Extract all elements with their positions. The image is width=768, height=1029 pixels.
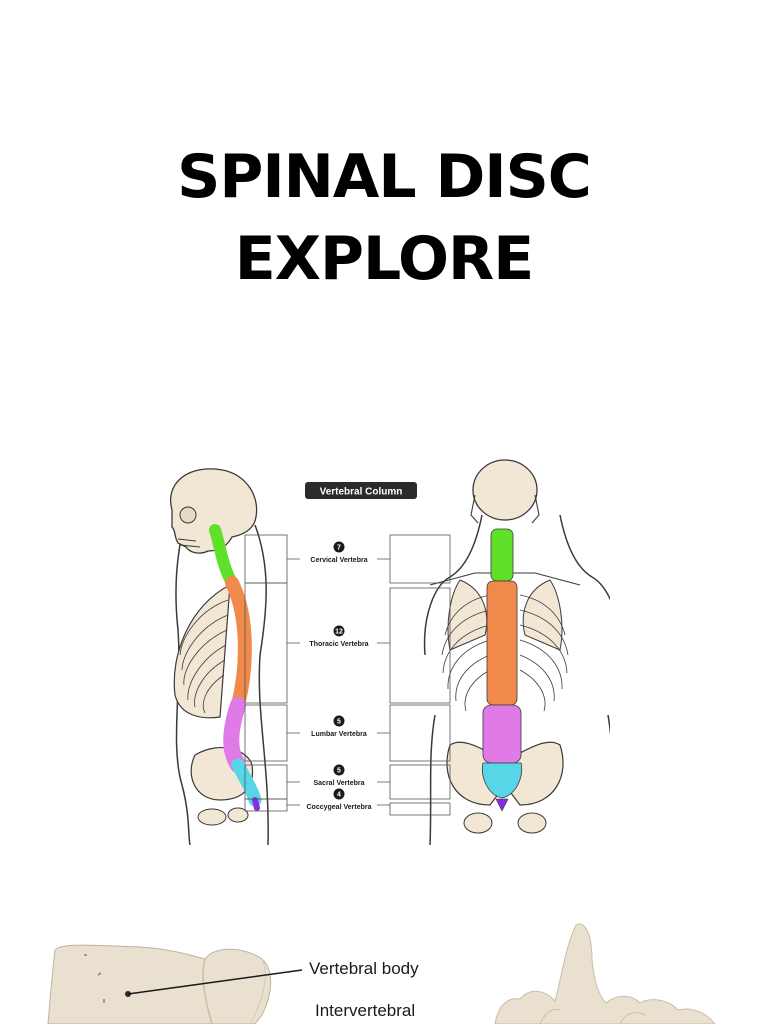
region-label: Cervical Vertebra <box>310 557 367 564</box>
region-label: Sacral Vertebra <box>314 780 365 787</box>
vertebra-detail-diagram: Vertebral body Intervertebral <box>0 915 768 1025</box>
back-coccyx-segment <box>495 798 509 812</box>
region-label: Thoracic Vertebra <box>309 641 368 648</box>
region-count-badge <box>333 541 345 553</box>
side-view-figure <box>170 468 269 845</box>
back-cervical-segment <box>490 528 514 582</box>
side-thoracic-segment <box>225 576 252 712</box>
title-line-2: EXPLORE <box>234 224 535 294</box>
region-count: 7 <box>337 545 341 552</box>
intervertebral-label: Intervertebral <box>315 1001 415 1020</box>
page-title: SPINAL DISC EXPLORE <box>0 136 768 300</box>
heading-pill <box>305 482 417 499</box>
region-count: 4 <box>337 792 341 799</box>
title-line-1: SPINAL DISC <box>177 142 592 212</box>
vertebral-body-label: Vertebral body <box>309 959 419 978</box>
vertebra-detail-illustration: Vertebral body Intervertebral <box>47 923 717 1025</box>
region-count: 12 <box>335 629 343 636</box>
diagram-heading: Vertebral Column <box>320 487 403 498</box>
back-lumbar-segment <box>482 704 522 764</box>
region-count: 5 <box>337 719 341 726</box>
side-lumbar-segment <box>223 697 246 773</box>
region-count-badge <box>333 625 345 637</box>
back-sacral-segment <box>481 762 523 799</box>
region-count-badge <box>333 764 345 776</box>
region-label: Lumbar Vertebra <box>311 731 367 738</box>
side-coccyx-segment <box>252 797 260 811</box>
region-count-badge <box>333 788 345 800</box>
region-count-badge <box>333 715 345 727</box>
back-thoracic-segment <box>486 580 518 706</box>
region-count: 5 <box>337 768 341 775</box>
vertebral-body-leader <box>127 969 303 995</box>
region-brackets <box>244 534 451 816</box>
region-label: Coccygeal Vertebra <box>307 804 372 811</box>
back-view-figure <box>423 459 610 845</box>
